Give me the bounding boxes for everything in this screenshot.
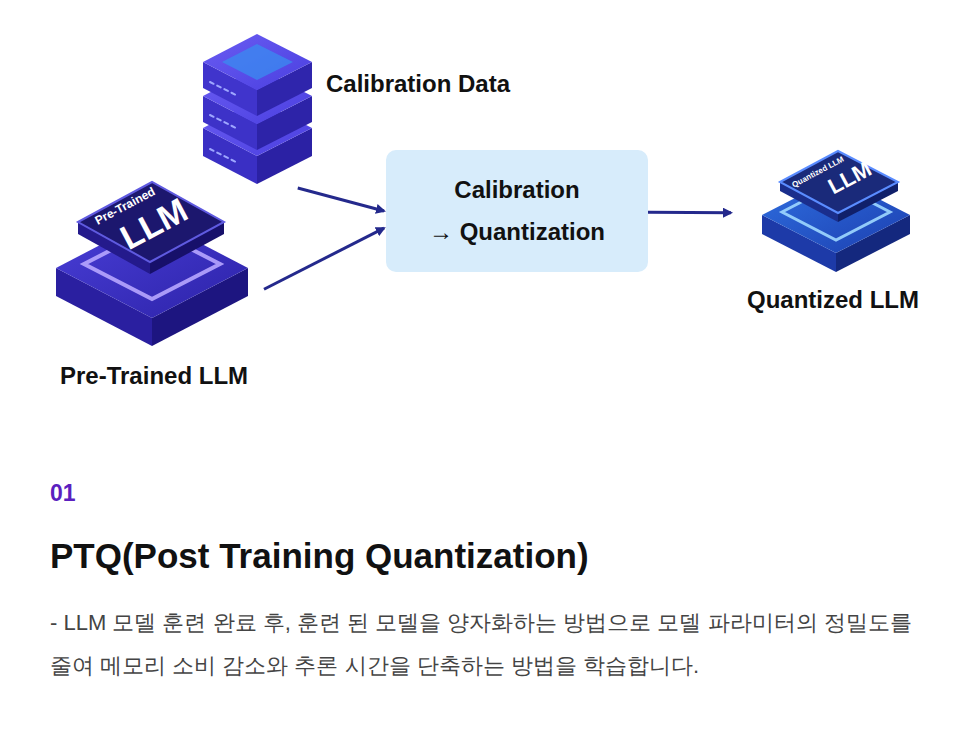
line-1: Calibration (429, 169, 605, 211)
quantized-chip-icon (762, 151, 910, 272)
pretrained-chip-icon (56, 182, 248, 346)
node-label: Calibration Data (326, 70, 510, 98)
arrow-connector (648, 211, 731, 215)
icon-node: Calibration Data (200, 28, 315, 188)
line-2: → Quantization (429, 211, 605, 253)
node-label: Pre-Trained LLM (60, 362, 248, 390)
section-title: PTQ(Post Training Quantization) (50, 536, 589, 576)
arrow-connector (264, 228, 384, 289)
description: - LLM 모델 훈련 완료 후, 훈련 된 모델을 양자화하는 방법으로 모델… (50, 601, 930, 687)
node-label: Quantized LLM (747, 286, 919, 314)
arrow-connector (298, 188, 384, 211)
database-icon (203, 34, 312, 184)
process-box: Calibration → Quantization (386, 150, 648, 272)
process-text: Calibration → Quantization (429, 169, 605, 253)
section-number: 01 (50, 480, 76, 507)
